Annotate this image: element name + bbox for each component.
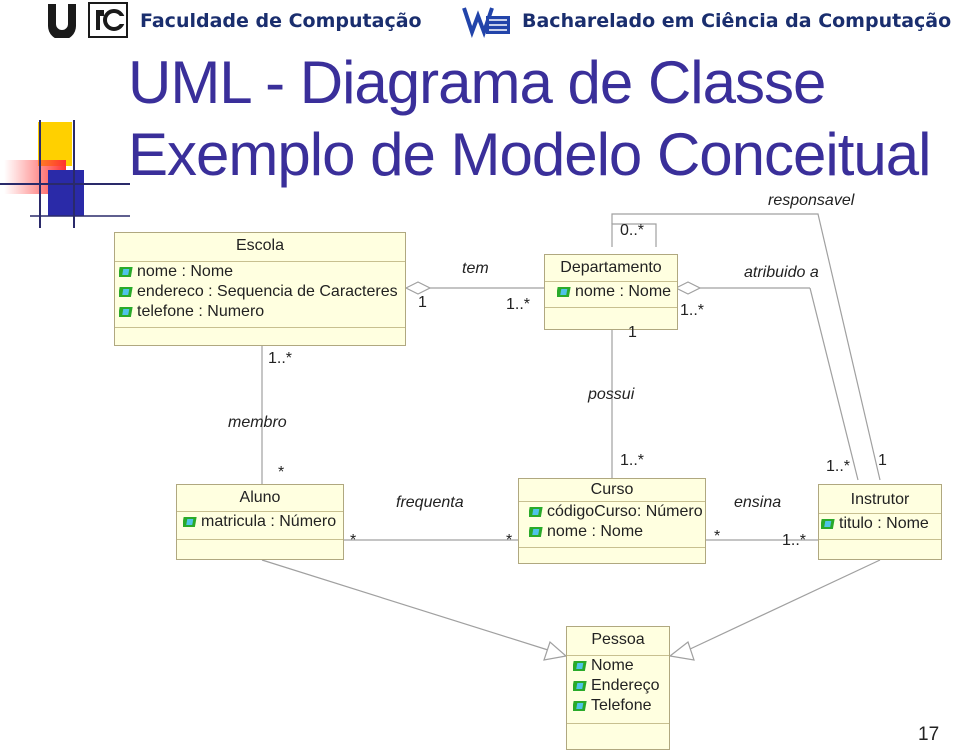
assoc-name-tem: tem bbox=[462, 260, 489, 277]
class-pessoa[interactable]: Pessoa Nome Endereço Telefone bbox=[566, 626, 670, 750]
mult-escola-bottom: 1..* bbox=[268, 350, 293, 367]
bcc-logo bbox=[462, 2, 512, 38]
mult-dep-bottom: 1 bbox=[628, 324, 637, 341]
assoc-name-responsavel: responsavel bbox=[768, 192, 855, 209]
attribute-icon bbox=[117, 305, 135, 319]
attribute-icon bbox=[571, 679, 589, 693]
mult-curso-top: 1..* bbox=[620, 452, 645, 469]
assoc-atribuido-line-2 bbox=[809, 287, 859, 481]
escola-attr-nome: nome : Nome bbox=[117, 263, 233, 281]
escola-attr-telefone: telefone : Numero bbox=[117, 303, 264, 321]
curso-attr-codigo: códigoCurso: Número bbox=[527, 503, 703, 521]
assoc-name-membro: membro bbox=[228, 414, 287, 431]
class-instrutor-name: Instrutor bbox=[850, 491, 910, 508]
escola-attr-endereco: endereco : Sequencia de Caracteres bbox=[117, 283, 398, 301]
class-departamento[interactable]: Departamento nome : Nome bbox=[544, 254, 678, 330]
curso-attr-nome: nome : Nome bbox=[527, 523, 643, 541]
class-pessoa-name: Pessoa bbox=[591, 631, 645, 648]
class-departamento-name: Departamento bbox=[560, 259, 662, 276]
pessoa-attr-telefone: Telefone bbox=[571, 697, 652, 715]
mult-escola-tem: 1 bbox=[418, 294, 427, 311]
assoc-responsavel-line bbox=[611, 213, 881, 481]
class-curso[interactable]: Curso códigoCurso: Número nome : Nome bbox=[518, 478, 706, 564]
generalization-arrow-instrutor bbox=[668, 641, 695, 661]
mult-instrutor-top-right: 1 bbox=[878, 452, 887, 469]
class-curso-name: Curso bbox=[590, 481, 634, 498]
pessoa-attr-endereco: Endereço bbox=[571, 677, 660, 695]
departamento-attr-nome: nome : Nome bbox=[555, 283, 671, 301]
attribute-icon bbox=[571, 659, 589, 673]
class-aluno[interactable]: Aluno matricula : Número bbox=[176, 484, 344, 560]
mult-curso-left: * bbox=[506, 532, 513, 549]
attribute-icon bbox=[117, 265, 135, 279]
class-escola-name: Escola bbox=[235, 237, 285, 254]
mult-aluno-top: * bbox=[278, 464, 285, 481]
mult-dep-top: 0..* bbox=[620, 222, 645, 239]
ufu-logo bbox=[44, 2, 80, 40]
generalization-instrutor-line bbox=[687, 559, 881, 651]
attribute-icon bbox=[555, 285, 573, 299]
mult-curso-right: * bbox=[714, 528, 721, 545]
mult-dep-tem: 1..* bbox=[506, 296, 531, 313]
assoc-name-possui: possui bbox=[588, 386, 635, 403]
facom-logo bbox=[88, 2, 128, 38]
generalization-arrow-aluno bbox=[543, 640, 568, 661]
assoc-name-ensina: ensina bbox=[734, 494, 782, 511]
instrutor-attr-titulo: titulo : Nome bbox=[819, 515, 929, 533]
attribute-icon bbox=[117, 285, 135, 299]
class-escola[interactable]: Escola nome : Nome endereco : Sequencia … bbox=[114, 232, 406, 346]
title-line-1: UML - Diagrama de Classe bbox=[128, 49, 826, 116]
mult-dep-right: 1..* bbox=[680, 302, 705, 319]
mult-instrutor-top-left: 1..* bbox=[826, 458, 851, 475]
page-number: 17 bbox=[918, 724, 940, 745]
assoc-name-frequenta: frequenta bbox=[396, 494, 464, 511]
class-aluno-name: Aluno bbox=[239, 489, 281, 506]
assoc-dep-self-line bbox=[611, 223, 657, 247]
attribute-icon bbox=[527, 505, 545, 519]
program-name: Bacharelado em Ciência da Computação bbox=[522, 10, 952, 32]
attribute-icon bbox=[181, 515, 199, 529]
aggregation-diamond-escola bbox=[404, 281, 432, 295]
decorative-squares bbox=[0, 120, 130, 230]
attribute-icon bbox=[571, 699, 589, 713]
assoc-name-atribuido-a: atribuido a bbox=[744, 264, 819, 281]
aluno-attr-matricula: matricula : Número bbox=[181, 513, 336, 531]
mult-aluno-right: * bbox=[350, 532, 357, 549]
title-line-2: Exemplo de Modelo Conceitual bbox=[128, 121, 931, 188]
class-instrutor[interactable]: Instrutor titulo : Nome bbox=[818, 484, 942, 560]
attribute-icon bbox=[819, 517, 837, 531]
generalization-aluno-line bbox=[261, 559, 549, 651]
faculty-name: Faculdade de Computação bbox=[140, 10, 422, 32]
attribute-icon bbox=[527, 525, 545, 539]
pessoa-attr-nome: Nome bbox=[571, 657, 634, 675]
aggregation-diamond-departamento bbox=[674, 281, 702, 295]
mult-instrutor-left: 1..* bbox=[782, 532, 807, 549]
